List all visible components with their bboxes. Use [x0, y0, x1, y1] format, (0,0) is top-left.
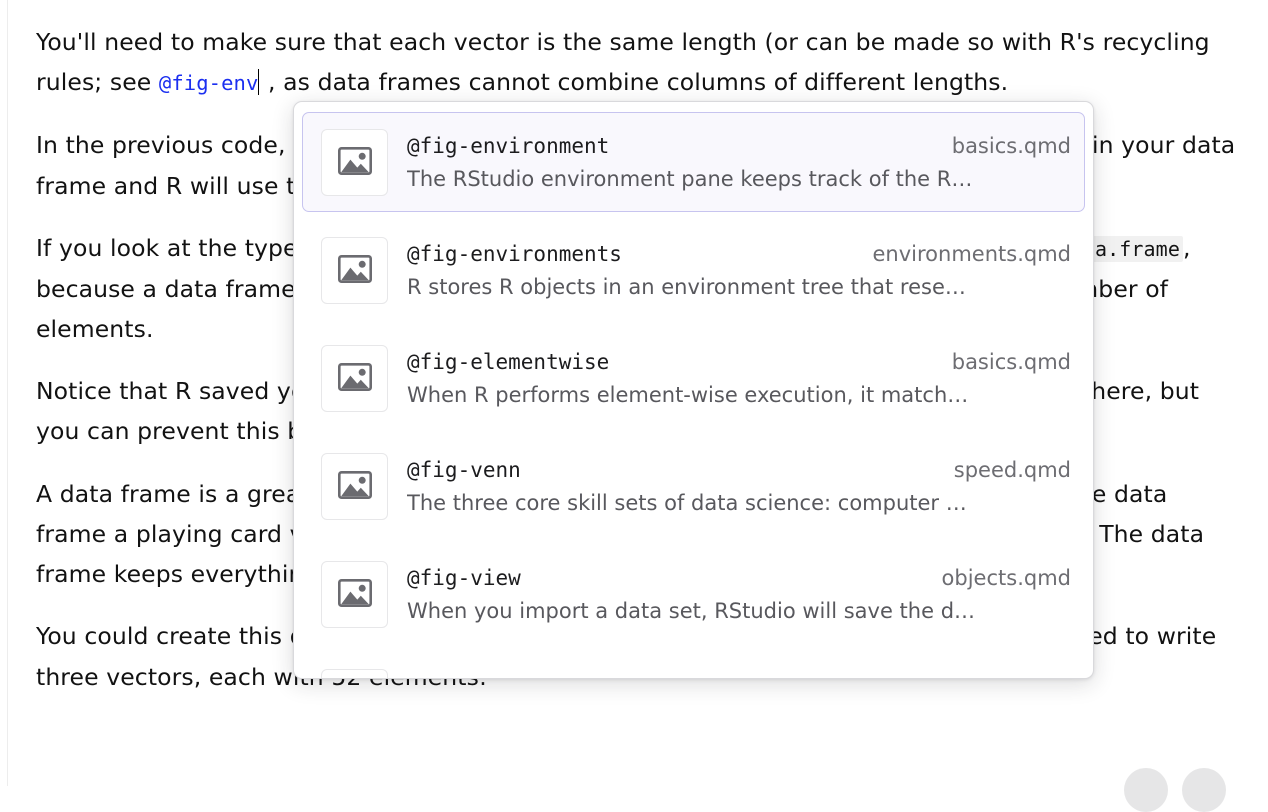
- image-placeholder-icon: [321, 128, 388, 196]
- suggestion-description: The three core skill sets of data scienc…: [407, 490, 967, 515]
- suggestion-id: @fig-elementwise: [407, 349, 610, 374]
- image-placeholder-icon: [321, 452, 388, 520]
- round-button-left[interactable]: [1124, 768, 1168, 812]
- image-placeholder-icon: [321, 344, 388, 412]
- suggestion-source-file: objects.qmd: [941, 565, 1071, 590]
- suggestion-id: @fig-environment: [407, 133, 610, 158]
- suggestion-description: When R performs element-wise execution, …: [407, 382, 969, 407]
- suggestion-source-file: basics.qmd: [951, 349, 1071, 374]
- suggestion-id: @fig-view: [407, 565, 521, 590]
- suggestion-description: When you import a data set, RStudio will…: [407, 598, 976, 623]
- suggestion-header: @fig-view objects.qmd: [407, 566, 1071, 590]
- suggestion-source-file: basics.qmd: [951, 133, 1071, 158]
- image-placeholder-icon: [321, 668, 388, 678]
- paragraph-text: You'll need to make sure that each vecto…: [36, 28, 1210, 96]
- suggestion-text: @fig-environments environments.qmd R store…: [407, 242, 1071, 299]
- suggestion-header: @fig-elementwise basics.qmd: [407, 350, 1071, 374]
- suggestion-description: The RStudio environment pane keeps track…: [407, 166, 973, 191]
- paragraph-p-vector-length: You'll need to make sure that each vecto…: [36, 22, 1236, 103]
- cross-reference-token[interactable]: @fig-env: [158, 71, 259, 95]
- suggestion-source-file: environments.qmd: [872, 241, 1071, 266]
- suggestion-header: @fig-environments environments.qmd: [407, 242, 1071, 266]
- paragraph-text: , as data frames cannot combine columns …: [260, 68, 1009, 96]
- image-placeholder-icon: [321, 560, 388, 628]
- suggestion-header: @fig-environment basics.qmd: [407, 134, 1071, 158]
- suggestion-item[interactable]: @fig-environments environments.qmd R store…: [302, 220, 1085, 320]
- image-placeholder-icon: [321, 236, 388, 304]
- suggestion-source-file: speed.qmd: [953, 457, 1071, 482]
- suggestion-item[interactable]: @fig-...: [302, 652, 1085, 678]
- suggestion-id: @fig-venn: [407, 457, 521, 482]
- suggestion-header: @fig-venn speed.qmd: [407, 458, 1071, 482]
- round-button-right[interactable]: [1182, 768, 1226, 812]
- text-cursor: [258, 69, 260, 95]
- suggestion-id: @fig-environments: [407, 241, 622, 266]
- suggestion-description: R stores R objects in an environment tre…: [407, 274, 966, 299]
- editor-left-gutter-rule: [7, 0, 8, 786]
